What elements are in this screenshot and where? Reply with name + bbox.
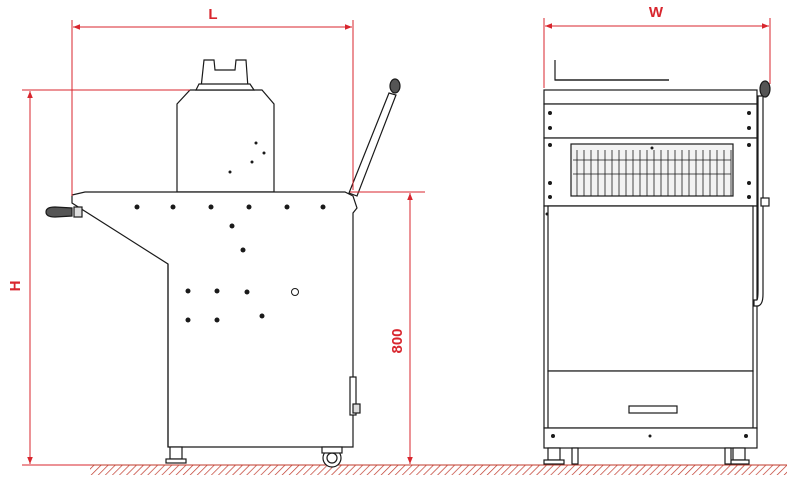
dimension-label-length: L — [208, 6, 217, 23]
front-foot-right — [732, 447, 746, 461]
side-top-handle — [200, 59, 249, 89]
front-lever-tube — [753, 95, 764, 307]
side-view — [45, 59, 401, 468]
side-foot-left — [169, 446, 183, 460]
front-drawer-handle-icon[interactable] — [628, 405, 678, 414]
front-holes — [545, 111, 751, 438]
side-lever — [348, 92, 397, 197]
dimension-label-width: W — [649, 4, 664, 21]
front-lever-knob-icon — [759, 80, 771, 98]
floor-hatch — [90, 465, 787, 475]
side-left-handle-icon — [45, 206, 73, 218]
side-holes — [134, 141, 326, 323]
front-blades — [573, 150, 732, 196]
dimension-label-table-height: 800 — [389, 328, 406, 353]
side-main-body — [71, 191, 358, 448]
front-view — [543, 60, 771, 465]
front-foot-left — [547, 447, 561, 461]
dimension-label-height: H — [7, 281, 24, 292]
front-top-section — [543, 89, 758, 105]
front-base — [543, 427, 758, 449]
dimension-lines — [22, 18, 771, 466]
side-lever-knob-icon — [389, 78, 401, 94]
side-hood — [176, 89, 275, 193]
